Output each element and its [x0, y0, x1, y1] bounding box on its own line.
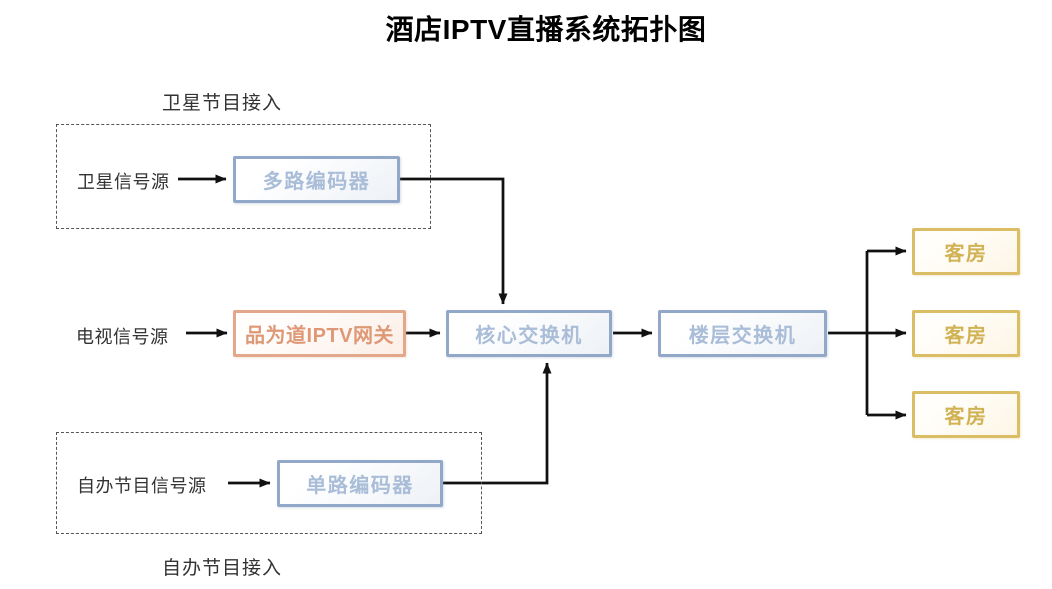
page-title: 酒店IPTV直播系统拓扑图	[385, 14, 707, 45]
guest-room-node: 客房	[912, 228, 1020, 275]
guest-room-node: 客房	[912, 310, 1020, 357]
satellite-group-box	[56, 124, 431, 229]
core-switch-node: 核心交换机	[446, 310, 612, 357]
single-encoder-node: 单路编码器	[277, 460, 443, 507]
satellite-group-caption: 卫星节目接入	[162, 93, 283, 114]
self-program-group-box	[56, 432, 482, 534]
satellite-source-label: 卫星信号源	[77, 172, 170, 192]
self-program-group-caption: 自办节目接入	[162, 558, 283, 579]
multi-encoder-node: 多路编码器	[233, 156, 400, 203]
floor-switch-node: 楼层交换机	[658, 310, 827, 357]
tv-source-label: 电视信号源	[76, 327, 169, 347]
iptv-gateway-node: 品为道IPTV网关	[233, 310, 406, 357]
guest-room-node: 客房	[912, 391, 1020, 438]
self-program-source-label: 自办节目信号源	[77, 476, 207, 496]
